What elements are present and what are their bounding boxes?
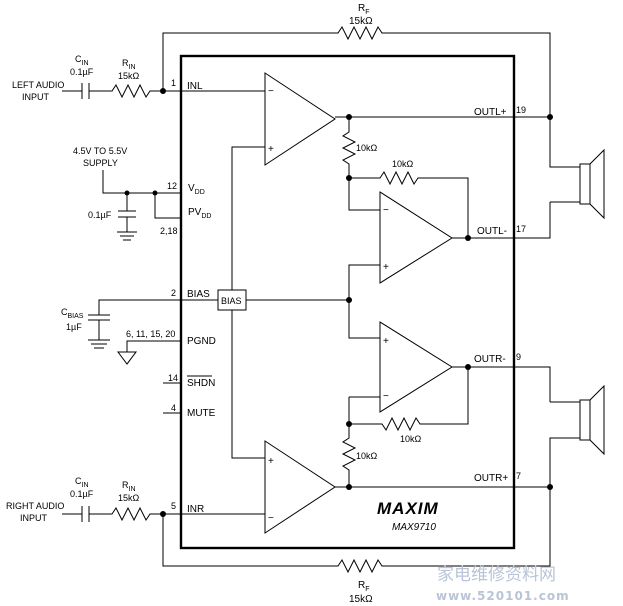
svg-text:OUTL+: OUTL+ xyxy=(474,107,507,118)
feedback-resistor-bottom: RF 15kΩ xyxy=(162,487,551,605)
amp-right-minus xyxy=(379,321,453,413)
svg-text:15kΩ: 15kΩ xyxy=(349,16,373,27)
svg-text:OUTR+: OUTR+ xyxy=(474,473,508,484)
amp-left-plus xyxy=(264,72,336,166)
svg-text:10kΩ: 10kΩ xyxy=(356,143,378,153)
supply: 4.5V TO 5.5V SUPPLY 0.1µF 12 VDD 2,18 PV… xyxy=(73,146,211,241)
svg-text:+: + xyxy=(268,144,274,155)
svg-text:15kΩ: 15kΩ xyxy=(118,493,140,503)
watermark-url: www.520101.com xyxy=(436,589,570,603)
svg-text:SUPPLY: SUPPLY xyxy=(83,158,118,168)
svg-text:CIN: CIN xyxy=(75,54,89,67)
svg-text:RF: RF xyxy=(358,3,370,16)
svg-text:+: + xyxy=(268,456,274,467)
svg-text:OUTR-: OUTR- xyxy=(474,354,506,365)
svg-text:BIAS: BIAS xyxy=(221,296,242,306)
svg-text:BIAS: BIAS xyxy=(187,289,210,300)
svg-text:15kΩ: 15kΩ xyxy=(118,71,140,81)
svg-text:MUTE: MUTE xyxy=(187,408,216,419)
svg-text:−: − xyxy=(268,513,274,524)
svg-text:RIN: RIN xyxy=(122,58,136,71)
svg-text:2: 2 xyxy=(171,288,176,298)
svg-text:INPUT: INPUT xyxy=(20,513,48,523)
svg-text:10kΩ: 10kΩ xyxy=(392,159,414,169)
part-number: MAX9710 xyxy=(392,522,436,533)
svg-text:10kΩ: 10kΩ xyxy=(356,451,378,461)
amp-left-minus xyxy=(379,191,453,284)
svg-text:+: + xyxy=(383,336,389,347)
svg-text:PGND: PGND xyxy=(187,336,216,347)
svg-text:6, 11, 15, 20: 6, 11, 15, 20 xyxy=(126,329,175,339)
chip-outline xyxy=(179,54,516,550)
svg-text:RIN: RIN xyxy=(122,480,136,493)
svg-text:7: 7 xyxy=(516,471,521,481)
svg-text:4.5V TO 5.5V: 4.5V TO 5.5V xyxy=(73,146,127,156)
shdn-label: SHDN xyxy=(187,378,215,389)
feedback-resistor-top: RF 15kΩ xyxy=(162,3,551,117)
svg-text:CIN: CIN xyxy=(75,476,89,489)
amp-right-plus xyxy=(264,440,336,534)
speaker-left-icon xyxy=(549,117,605,220)
svg-text:+: + xyxy=(383,262,389,273)
svg-text:PVDD: PVDD xyxy=(188,207,211,220)
maxim-logo: MAXIM xyxy=(377,499,439,518)
svg-text:−: − xyxy=(383,205,389,216)
svg-text:−: − xyxy=(268,86,274,97)
svg-text:CBIAS: CBIAS xyxy=(61,307,84,320)
left-input: LEFT AUDIO INPUT CIN 0.1µF RIN 15kΩ xyxy=(12,54,181,102)
svg-text:2,18: 2,18 xyxy=(160,226,178,236)
svg-text:INL: INL xyxy=(187,81,203,92)
svg-text:LEFT AUDIO: LEFT AUDIO xyxy=(12,80,64,90)
svg-text:VDD: VDD xyxy=(188,183,205,196)
svg-text:0.1µF: 0.1µF xyxy=(70,67,94,77)
svg-text:RF: RF xyxy=(358,580,370,593)
svg-text:10kΩ: 10kΩ xyxy=(400,434,422,444)
watermark-cn: 家电维修资料网 xyxy=(437,565,556,585)
svg-text:OUTL-: OUTL- xyxy=(477,226,507,237)
svg-text:0.1µF: 0.1µF xyxy=(70,489,94,499)
svg-text:9: 9 xyxy=(516,352,521,362)
svg-text:INR: INR xyxy=(187,504,204,515)
svg-text:0.1µF: 0.1µF xyxy=(88,210,112,220)
svg-text:1: 1 xyxy=(171,78,176,88)
svg-text:−: − xyxy=(383,391,389,402)
svg-text:15kΩ: 15kΩ xyxy=(349,594,373,605)
svg-text:14: 14 xyxy=(168,373,178,383)
bias-block xyxy=(217,289,247,311)
svg-text:17: 17 xyxy=(516,224,526,234)
right-input: RIGHT AUDIO INPUT CIN 0.1µF RIN 15kΩ xyxy=(6,476,181,523)
svg-text:RIGHT AUDIO: RIGHT AUDIO xyxy=(6,501,64,511)
pgnd: 6, 11, 15, 20 PGND xyxy=(117,329,216,365)
svg-text:12: 12 xyxy=(167,181,177,191)
svg-text:19: 19 xyxy=(516,105,526,115)
svg-text:1µF: 1µF xyxy=(66,322,82,332)
bias-network: CBIAS 1µF 2 BIAS xyxy=(61,288,210,349)
svg-text:INPUT: INPUT xyxy=(22,92,50,102)
svg-text:4: 4 xyxy=(171,403,176,413)
svg-text:5: 5 xyxy=(171,501,176,511)
speaker-right-icon xyxy=(549,384,605,487)
